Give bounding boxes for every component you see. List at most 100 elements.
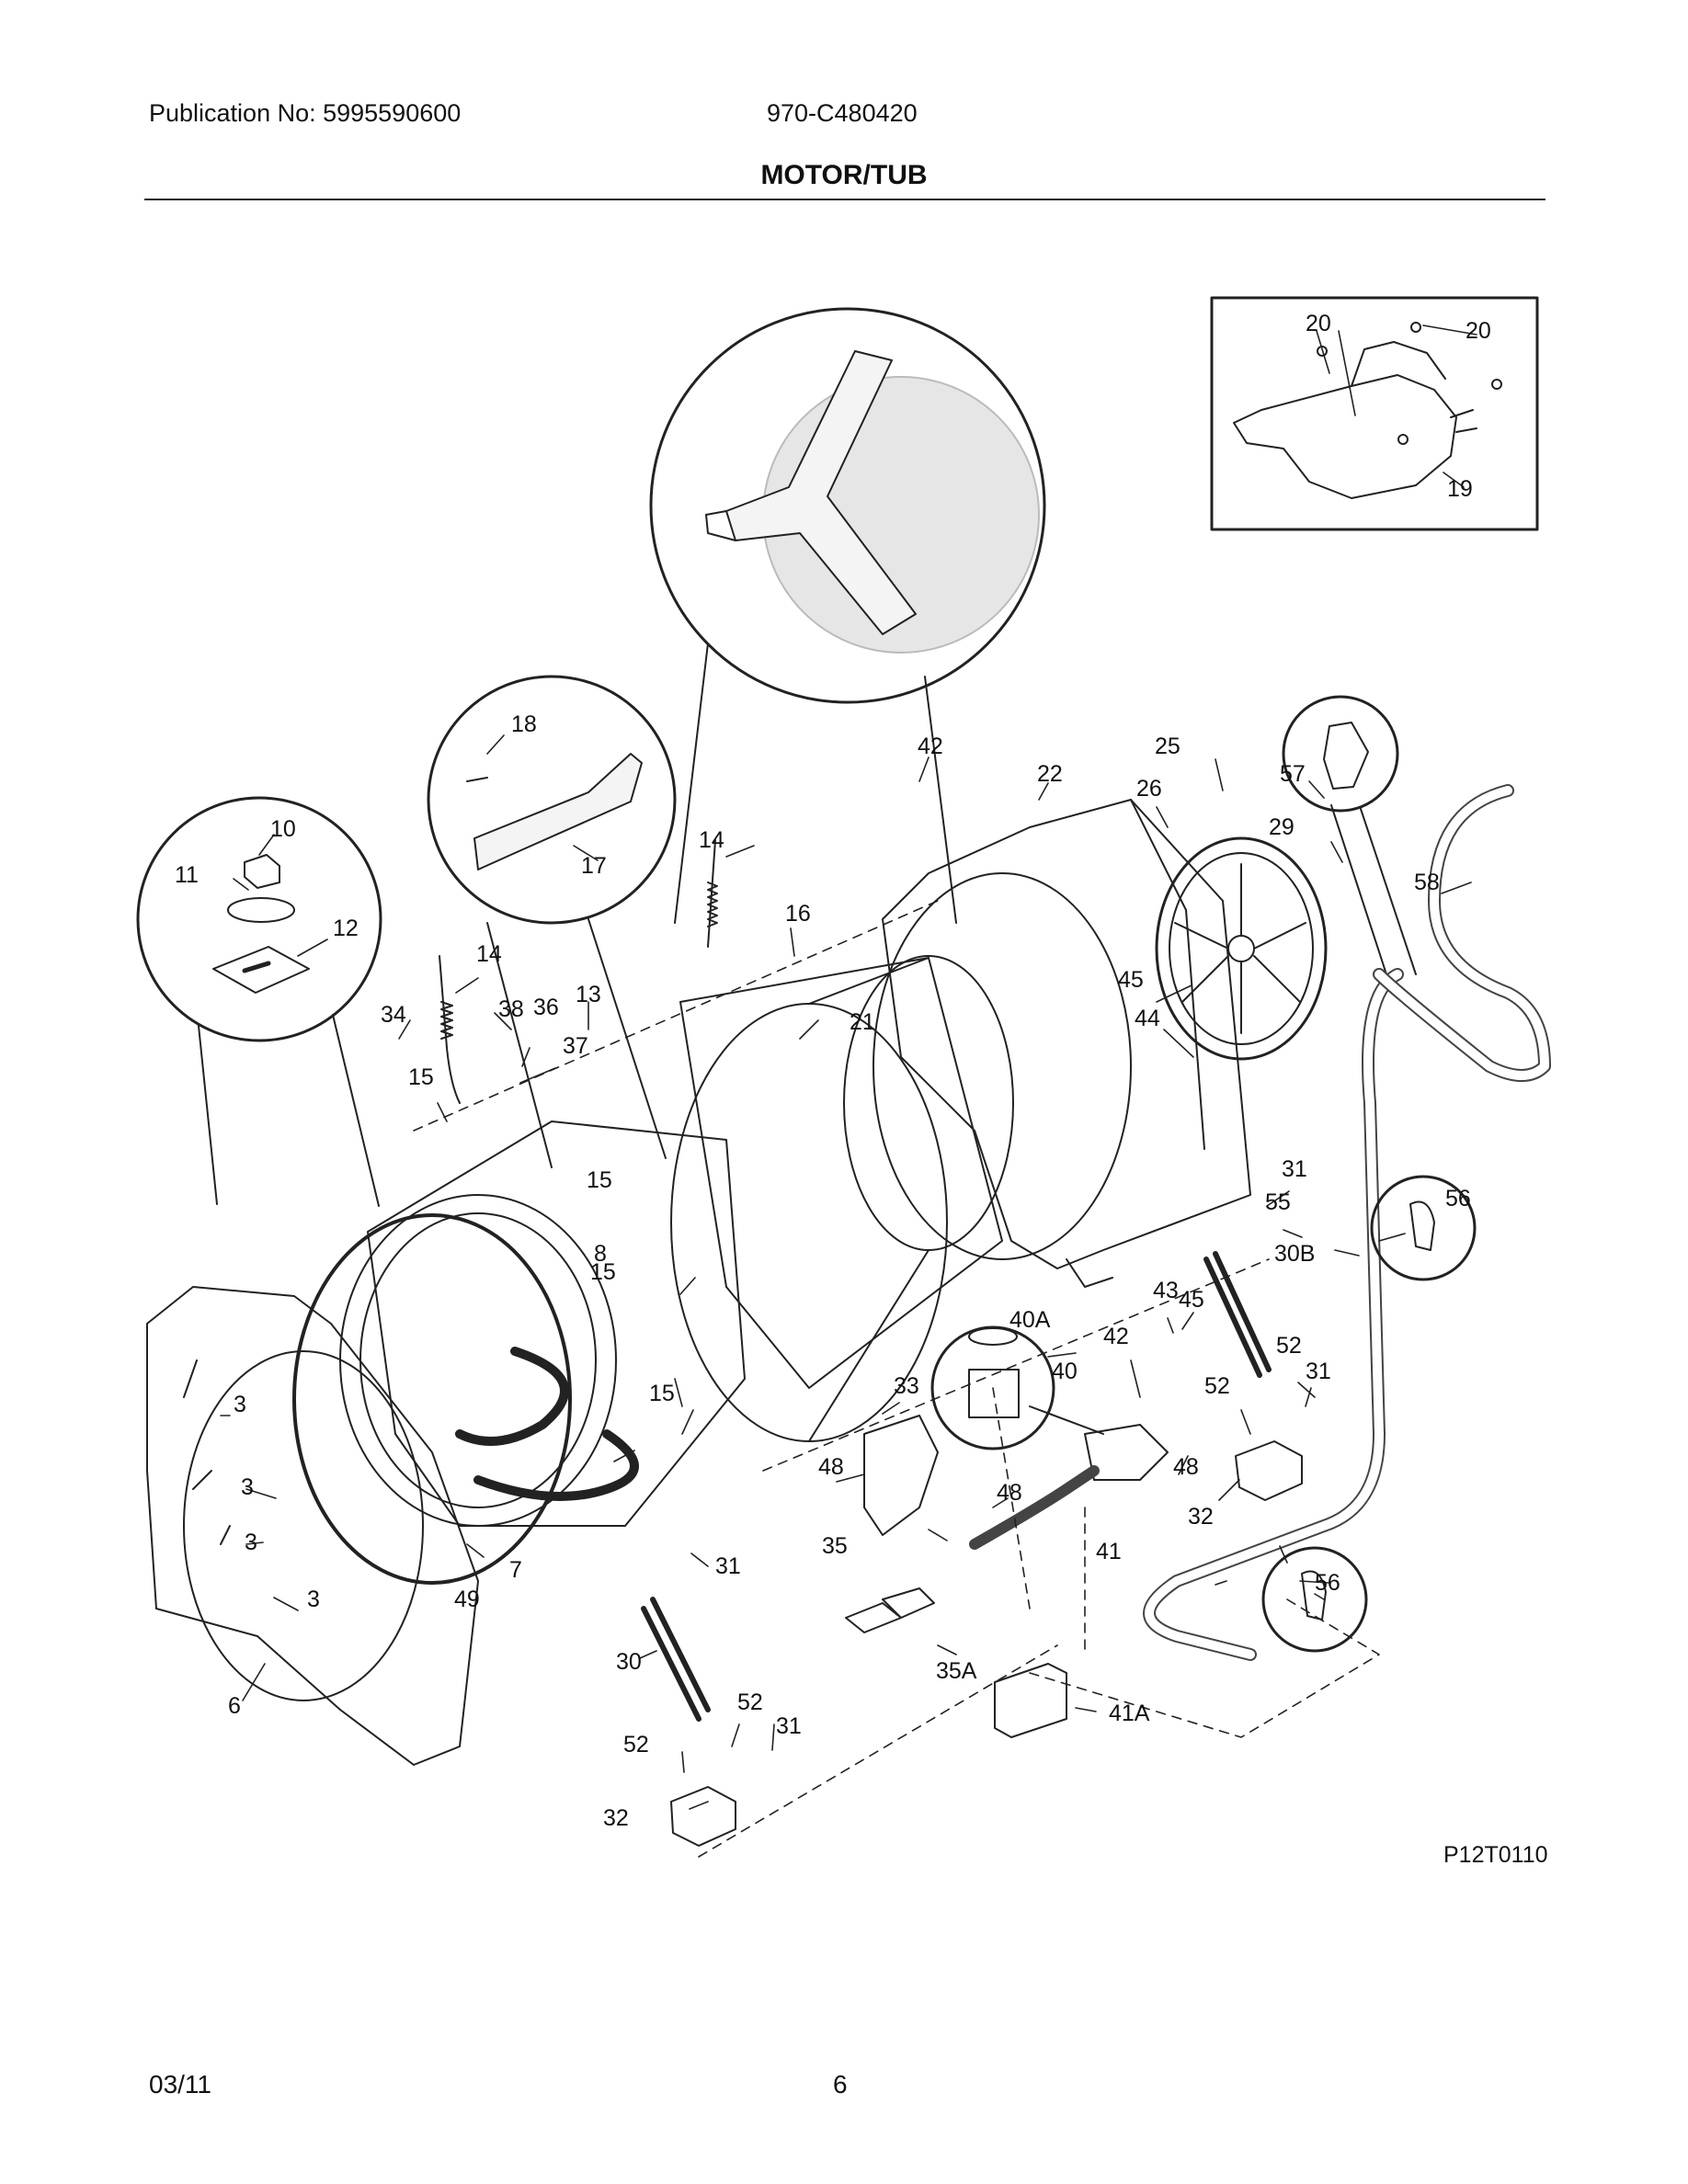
callout-17: 17	[581, 853, 607, 879]
callout-31: 31	[715, 1553, 741, 1579]
callout-3: 3	[245, 1530, 257, 1555]
callout-15: 15	[590, 1259, 616, 1285]
callout-37: 37	[563, 1033, 588, 1059]
foot	[1235, 1440, 1303, 1501]
handle-detail-circle	[427, 675, 677, 925]
callout-31: 31	[776, 1713, 802, 1739]
callout-40a: 40A	[1009, 1307, 1051, 1333]
callout-45: 45	[1118, 967, 1144, 993]
box-41A	[994, 1663, 1067, 1738]
page-title: MOTOR/TUB	[760, 160, 928, 190]
callout-35a: 35A	[936, 1658, 977, 1684]
callout-3: 3	[307, 1587, 320, 1612]
shock-absorber	[1203, 1251, 1272, 1378]
shock-absorber	[641, 1597, 711, 1722]
callout-45: 45	[1179, 1287, 1204, 1313]
drain-hose	[1143, 968, 1404, 1661]
callout-18: 18	[511, 711, 537, 737]
rotation-arrow	[455, 1347, 569, 1446]
callout-52: 52	[623, 1732, 649, 1757]
callout-14: 14	[699, 827, 724, 853]
figure-id: P12T0110	[1443, 1842, 1548, 1868]
pulley	[1155, 836, 1328, 1061]
motor-drawing	[1233, 374, 1457, 499]
front-panel	[146, 1286, 479, 1766]
callout-33: 33	[894, 1373, 919, 1399]
callout-34: 34	[381, 1002, 406, 1028]
publication-number: Publication No: 5995590600	[149, 99, 462, 127]
motor-inset-box	[1210, 296, 1539, 531]
clip-detail-circle	[1370, 1175, 1477, 1281]
fill-hose	[1373, 784, 1551, 1082]
callout-58: 58	[1414, 870, 1440, 895]
header-rule	[144, 199, 1545, 200]
page-number: 6	[833, 2070, 848, 2099]
callout-3: 3	[234, 1392, 246, 1417]
callout-11: 11	[175, 862, 199, 888]
callout-55: 55	[1265, 1189, 1291, 1215]
pump-hose	[969, 1465, 1100, 1550]
callout-56: 56	[1445, 1186, 1471, 1211]
callout-29: 29	[1269, 814, 1295, 840]
callout-31: 31	[1306, 1359, 1331, 1384]
callout-12: 12	[333, 916, 359, 941]
callout-20: 20	[1306, 311, 1331, 336]
callout-42: 42	[918, 734, 943, 759]
clip-detail-circle	[1261, 1546, 1368, 1653]
callout-31: 31	[1282, 1156, 1307, 1182]
clamp-detail-circle	[1282, 695, 1399, 813]
callout-22: 22	[1037, 761, 1063, 787]
callout-38: 38	[498, 996, 524, 1022]
callout-19: 19	[1447, 476, 1473, 502]
spider-detail-circle	[649, 307, 1046, 704]
callout-48: 48	[818, 1454, 844, 1480]
callout-52: 52	[1204, 1373, 1230, 1399]
callout-36: 36	[533, 995, 559, 1020]
callout-20: 20	[1466, 318, 1491, 344]
publication-date: 03/11	[149, 2070, 211, 2099]
callout-15: 15	[408, 1064, 434, 1090]
drain-pump	[863, 1415, 939, 1536]
callout-40: 40	[1052, 1359, 1078, 1384]
callout-15: 15	[649, 1381, 675, 1406]
callout-32: 32	[1188, 1504, 1214, 1530]
callout-48: 48	[997, 1480, 1022, 1506]
callout-52: 52	[1276, 1333, 1302, 1359]
callout-21: 21	[850, 1009, 875, 1035]
callout-32: 32	[603, 1805, 629, 1831]
rotation-arrow	[473, 1429, 639, 1501]
front-tub	[367, 1120, 746, 1527]
spider-drawing	[725, 350, 917, 635]
model-number: 970-C480420	[767, 99, 918, 127]
callout-35: 35	[822, 1533, 848, 1559]
callout-48: 48	[1173, 1454, 1199, 1480]
callout-57: 57	[1280, 761, 1306, 787]
washer-detail-circle	[136, 796, 382, 1042]
callout-41: 41	[1096, 1539, 1122, 1564]
callout-49: 49	[454, 1587, 480, 1612]
callout-52: 52	[737, 1689, 763, 1715]
callout-41a: 41A	[1109, 1701, 1150, 1726]
callout-25: 25	[1155, 734, 1180, 759]
callout-14: 14	[476, 941, 502, 967]
door-seal-ring	[292, 1213, 572, 1585]
callout-15: 15	[587, 1167, 612, 1193]
callout-44: 44	[1135, 1006, 1160, 1031]
tub-housing	[882, 799, 1251, 1269]
callout-30b: 30B	[1274, 1241, 1315, 1267]
foot	[670, 1786, 736, 1847]
callout-26: 26	[1136, 776, 1162, 802]
callout-8: 8	[594, 1241, 607, 1267]
callout-42: 42	[1103, 1324, 1129, 1349]
callout-13: 13	[576, 982, 601, 1007]
drum	[679, 957, 1003, 1389]
callout-6: 6	[228, 1693, 241, 1719]
callout-30: 30	[616, 1649, 642, 1675]
callout-3: 3	[241, 1474, 254, 1500]
callout-16: 16	[785, 901, 811, 927]
callout-43: 43	[1153, 1278, 1179, 1303]
callout-56: 56	[1315, 1570, 1340, 1596]
callout-7: 7	[509, 1557, 522, 1583]
